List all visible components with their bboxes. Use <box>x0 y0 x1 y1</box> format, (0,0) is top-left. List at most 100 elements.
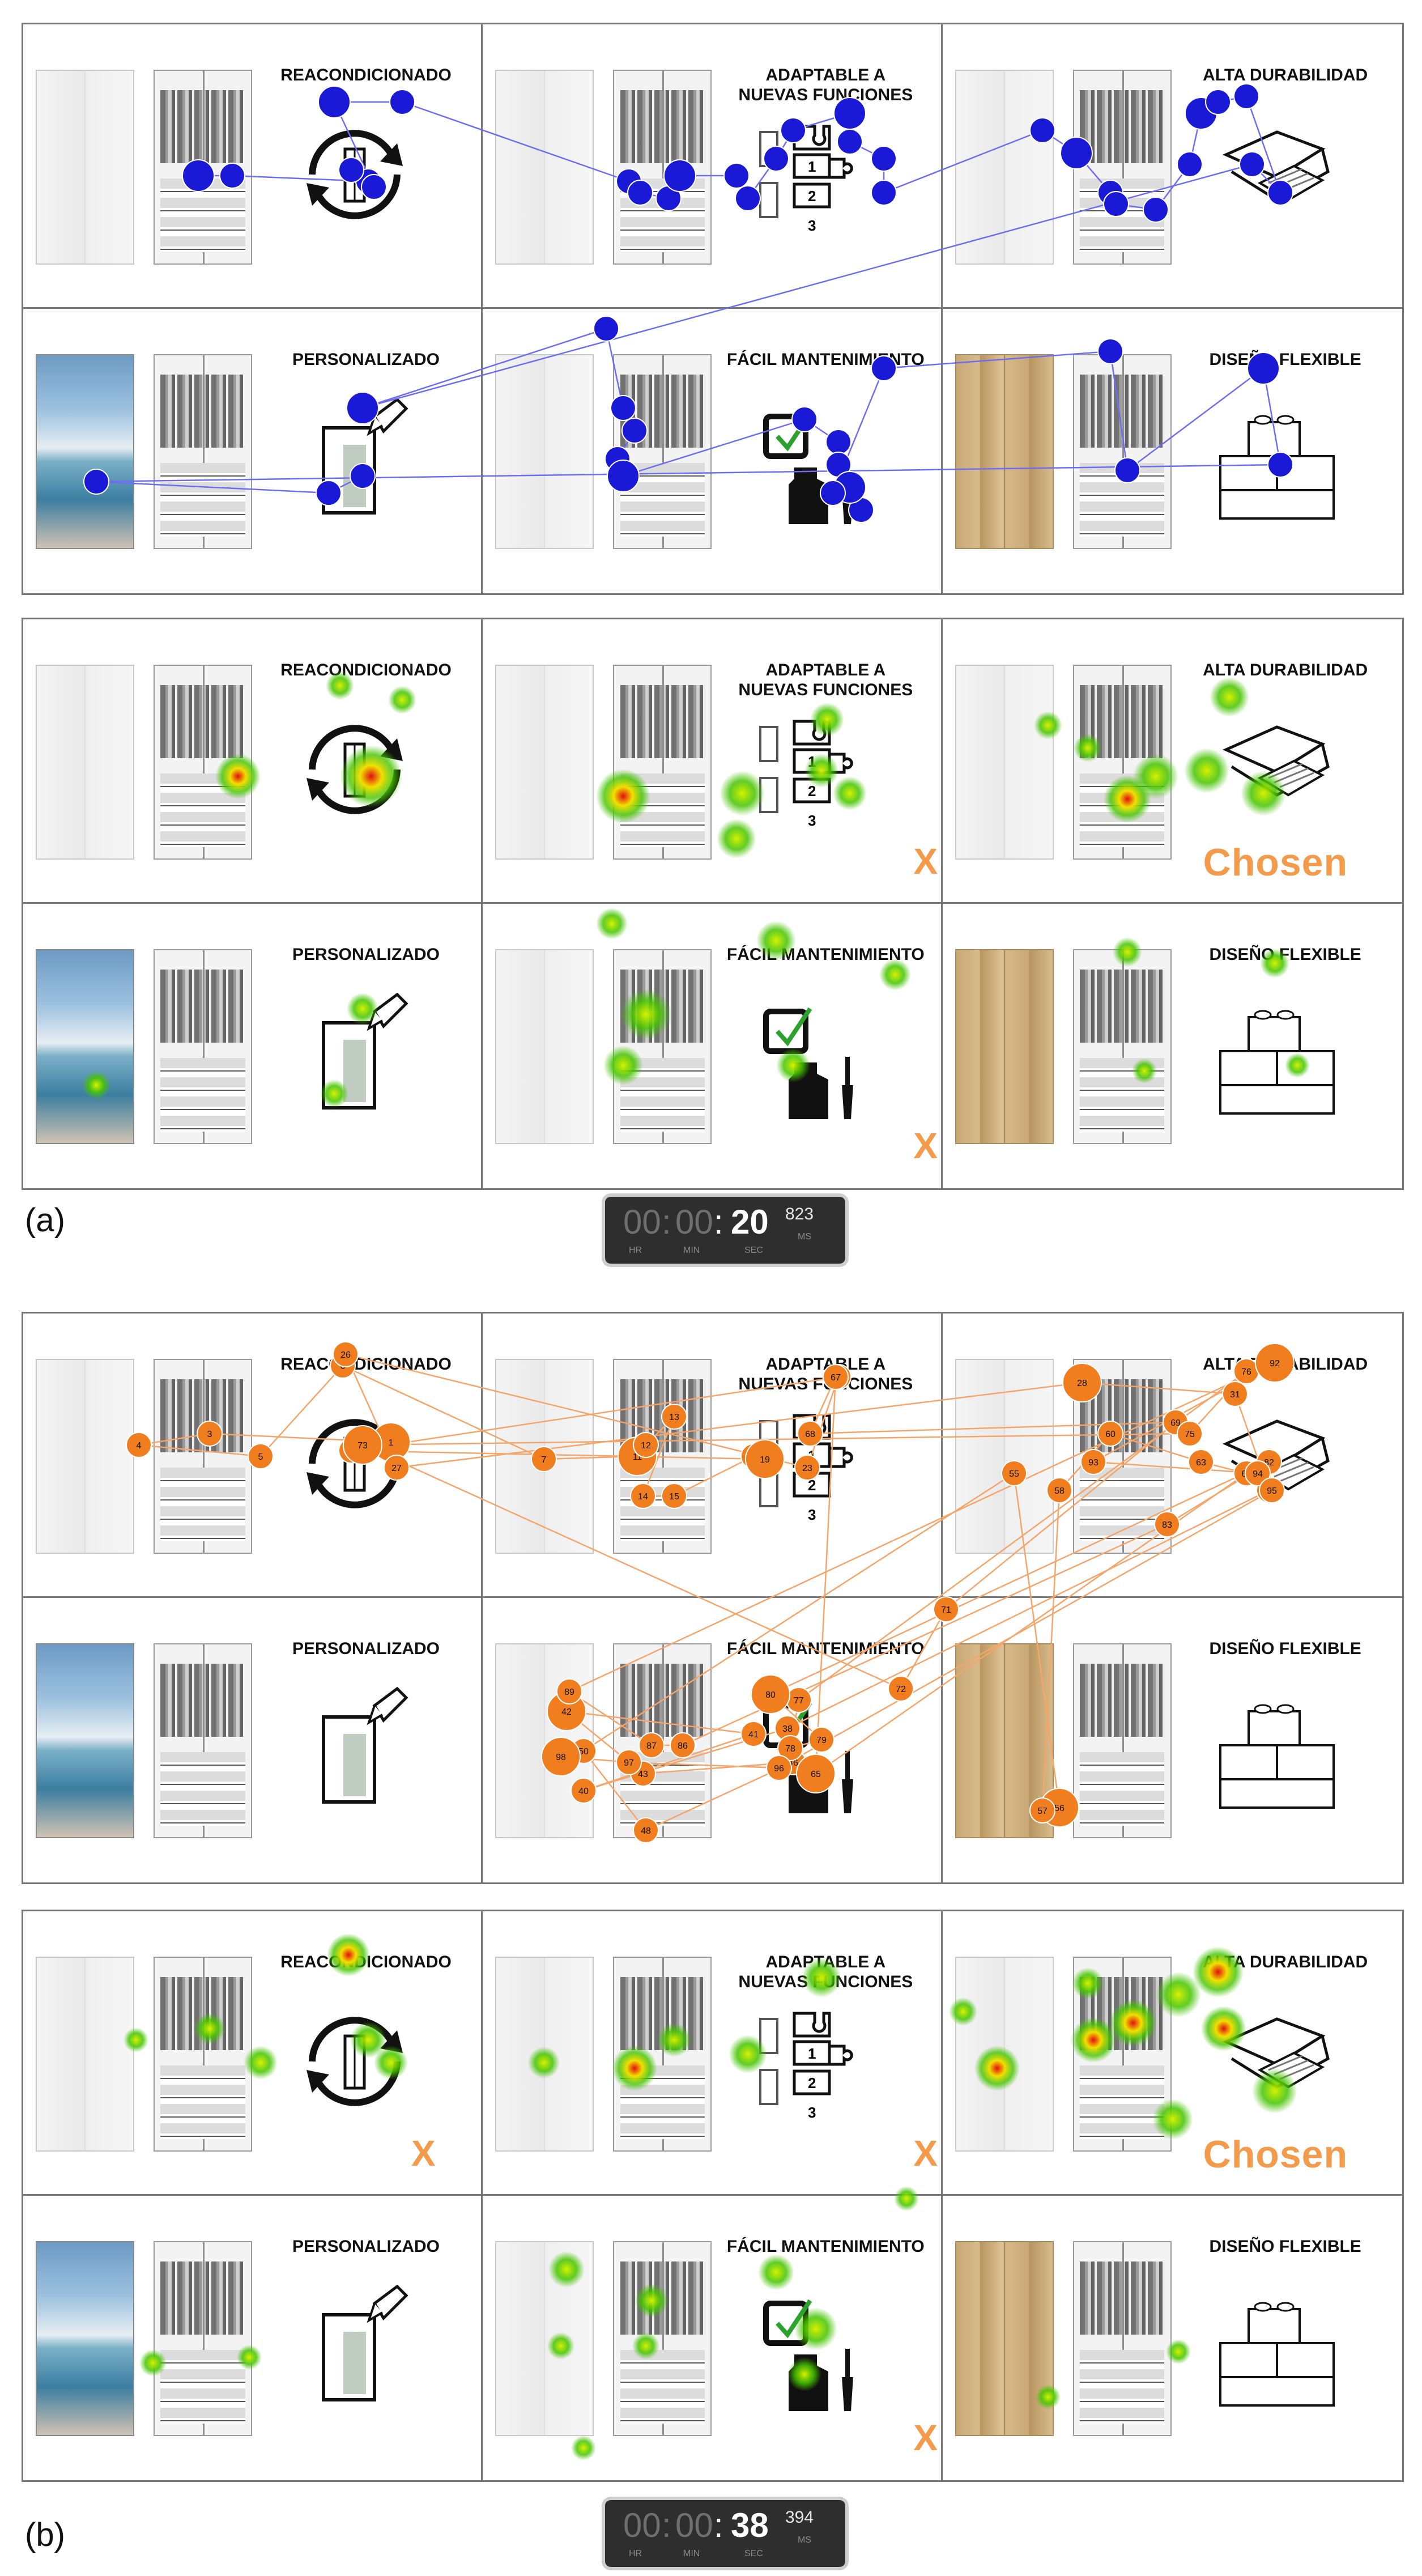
wardrobe-front-image <box>955 70 1054 265</box>
wardrobe-front-image <box>36 949 134 1144</box>
product-panel: FÁCIL MANTENIMIENTO X <box>483 904 943 1188</box>
product-panel: DISEÑO FLEXIBLE <box>942 904 1402 1188</box>
timer-a: 00 : 00 : 20 823 HR MIN SEC MS <box>605 1197 845 1264</box>
rejected-mark: X <box>913 1125 938 1166</box>
rejected-mark: X <box>913 841 938 882</box>
panel-label: PERSONALIZADO <box>261 945 471 964</box>
product-panel: DISEÑO FLEXIBLE <box>942 1598 1402 1882</box>
wardrobe-front-image <box>495 1643 594 1838</box>
svg-text:3: 3 <box>808 2104 816 2121</box>
panel-label-line: FÁCIL MANTENIMIENTO <box>726 1639 925 1658</box>
panel-label-line: NUEVAS FUNCIONES <box>738 86 913 105</box>
chosen-mark: Chosen <box>1203 2133 1348 2176</box>
svg-text:1: 1 <box>808 2045 816 2062</box>
panel-label: ALTA DURABILIDAD <box>1181 1952 1390 1972</box>
svg-text:3: 3 <box>808 1506 816 1523</box>
svg-text:2: 2 <box>808 2075 816 2092</box>
wardrobe-front-image <box>495 354 594 549</box>
wardrobe-front-image <box>495 1957 594 2152</box>
wardrobe-front-image <box>36 1957 134 2152</box>
wardrobe-front-image <box>36 2241 134 2436</box>
cycle-icon <box>289 109 420 243</box>
panel-label-line: NUEVAS FUNCIONES <box>738 1973 913 1992</box>
panel-label-line: DISEÑO FLEXIBLE <box>1209 350 1361 369</box>
wardrobe-front-image <box>495 665 594 860</box>
panel-label-line: ADAPTABLE A <box>765 661 886 679</box>
timer-minutes: 00 <box>675 2506 713 2544</box>
wardrobe-interior-image <box>154 665 252 860</box>
svg-text:1: 1 <box>808 753 816 770</box>
timer-seconds: 38 <box>731 2506 769 2544</box>
panel-label: ALTA DURABILIDAD <box>1181 65 1390 85</box>
panel-label-line: PERSONALIZADO <box>292 1639 440 1658</box>
panel-label-line: PERSONALIZADO <box>292 945 440 964</box>
svg-text:1: 1 <box>808 1447 816 1464</box>
panel-label-line: ADAPTABLE A <box>765 1355 886 1374</box>
book-icon <box>1209 704 1339 838</box>
wardrobe-interior-image <box>1072 354 1172 549</box>
product-panel: PERSONALIZADO <box>23 2196 483 2480</box>
wardrobe-front-image <box>495 1359 594 1554</box>
product-panel: DISEÑO FLEXIBLE <box>942 309 1402 593</box>
cycle-icon <box>289 1398 420 1532</box>
panel-label-line: DISEÑO FLEXIBLE <box>1209 1639 1361 1658</box>
panel-label: DISEÑO FLEXIBLE <box>1181 945 1390 964</box>
product-panel: ALTA DURABILIDAD <box>942 1313 1402 1598</box>
pencil-icon <box>289 2281 420 2414</box>
product-panel: REACONDICIONADO <box>23 619 483 904</box>
panel-label-line: REACONDICIONADO <box>280 1355 452 1374</box>
wardrobe-interior-image <box>613 1643 712 1838</box>
panel-label: ALTA DURABILIDAD <box>1181 660 1390 680</box>
wardrobe-interior-image <box>154 949 252 1144</box>
panel-label: FÁCIL MANTENIMIENTO <box>721 1639 930 1659</box>
wardrobe-interior-image <box>613 1359 712 1554</box>
cycle-icon <box>289 704 420 838</box>
wardrobe-interior-image <box>613 354 712 549</box>
wardrobe-front-image <box>495 70 594 265</box>
product-panel: DISEÑO FLEXIBLE <box>942 2196 1402 2480</box>
panel-label-line: NUEVAS FUNCIONES <box>738 1375 913 1394</box>
book-icon <box>1209 1398 1339 1532</box>
panel-label-line: PERSONALIZADO <box>292 2237 440 2256</box>
timer-unit-ms: MS <box>798 1232 811 1242</box>
product-panel: PERSONALIZADO <box>23 1598 483 1882</box>
timer-unit-min: MIN <box>683 2549 700 2558</box>
wardrobe-front-image <box>36 1359 134 1554</box>
wardrobe-interior-image <box>154 2241 252 2436</box>
svg-text:2: 2 <box>808 783 816 800</box>
panel-label: PERSONALIZADO <box>261 1639 471 1659</box>
wardrobe-interior-image <box>1072 1957 1172 2152</box>
panel-label-line: FÁCIL MANTENIMIENTO <box>726 2237 925 2256</box>
timer-ms: 394 <box>785 2508 814 2527</box>
wardrobe-front-image <box>955 354 1054 549</box>
wardrobe-front-image <box>36 354 134 549</box>
book-icon <box>1209 109 1339 243</box>
wardrobe-interior-image <box>1072 665 1172 860</box>
wardrobe-front-image <box>955 949 1054 1144</box>
panel-label: FÁCIL MANTENIMIENTO <box>721 350 930 369</box>
panel-label: ADAPTABLE A NUEVAS FUNCIONES <box>721 65 930 105</box>
panel-label: DISEÑO FLEXIBLE <box>1181 2237 1390 2256</box>
panel-label-line: ADAPTABLE A <box>765 1953 886 1971</box>
timer-b: 00 : 00 : 38 394 HR MIN SEC MS <box>605 2500 845 2567</box>
rejected-mark: X <box>913 2417 938 2458</box>
wardrobe-interior-image <box>154 70 252 265</box>
wardrobe-interior-image <box>1072 1643 1172 1838</box>
panel-label-line: ADAPTABLE A <box>765 66 886 84</box>
panel-label: FÁCIL MANTENIMIENTO <box>721 945 930 964</box>
product-panel: ALTA DURABILIDAD Chosen <box>942 1911 1402 2196</box>
panel-label-line: DISEÑO FLEXIBLE <box>1209 2237 1361 2256</box>
wardrobe-interior-image <box>154 1643 252 1838</box>
book-icon <box>1209 1996 1339 2129</box>
product-panel: FÁCIL MANTENIMIENTO <box>483 309 943 593</box>
wardrobe-interior-image <box>613 949 712 1144</box>
blocks-icon <box>1209 1683 1339 1816</box>
